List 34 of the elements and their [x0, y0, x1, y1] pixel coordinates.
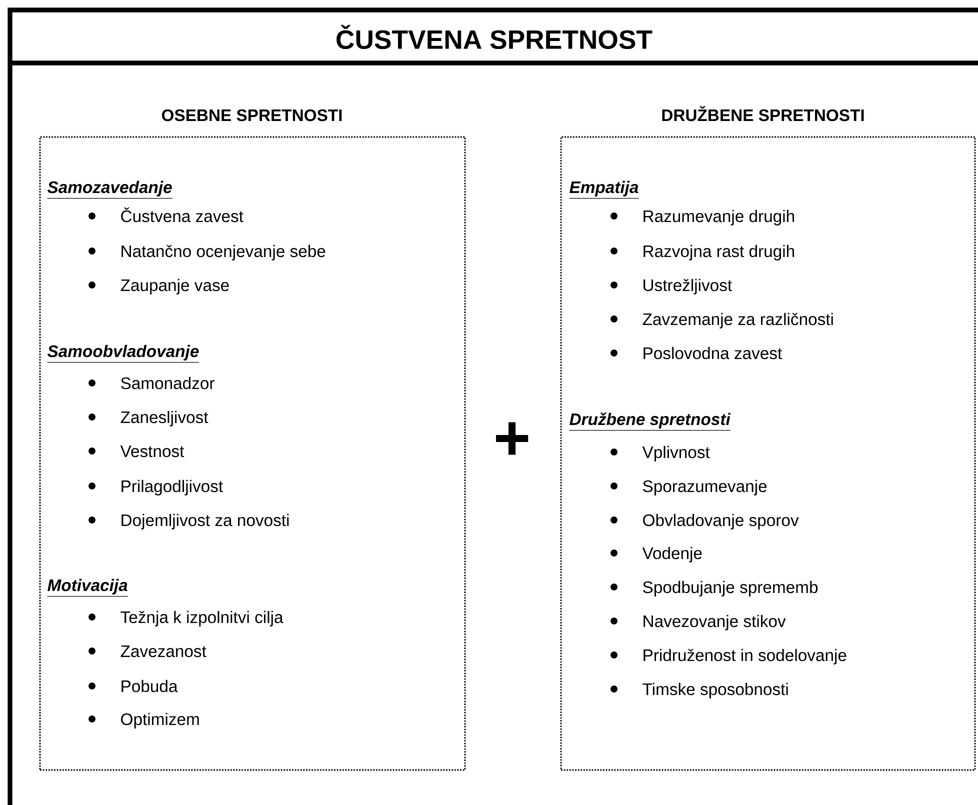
list-item: Težnja k izpolnitvi cilja: [120, 610, 284, 626]
list-item: Razumevanje drugih: [644, 210, 794, 226]
section-heading: Motivacija: [47, 578, 128, 597]
list-item: Navezovanje stikov: [644, 614, 786, 630]
list-item: Spodbujanje sprememb: [643, 580, 818, 596]
column-heading: DRUŽBENE SPRETNOSTI: [662, 106, 864, 122]
list-item: Pobuda: [122, 680, 178, 692]
list-item: Ustrežljivost: [644, 278, 732, 294]
list-item: Vodenje: [642, 546, 702, 562]
list-item: Vplivnost: [642, 446, 710, 462]
column-heading: OSEBNE SPRETNOSTI: [162, 109, 342, 122]
list-item: Zanesljivost: [120, 410, 208, 426]
list-item: Dojemljivost za novosti: [122, 514, 289, 530]
list-item: Sporazumevanje: [643, 480, 767, 496]
list-item: Prilagodljivost: [122, 480, 223, 496]
title: ČUSTVENA SPRETNOST: [336, 24, 652, 50]
list-item: Zaupanje vase: [120, 278, 229, 294]
plus-sign: +: [496, 422, 528, 455]
section-heading: Empatija: [569, 180, 639, 199]
section-heading: Samozavedanje: [47, 180, 173, 199]
list-item: Natančno ocenjevanje sebe: [122, 244, 326, 260]
list-item: Zavzemanje za različnosti: [642, 312, 833, 328]
list-item: Vestnost: [120, 446, 184, 458]
list-item: Obvladovanje sporov: [643, 514, 799, 530]
list-item: Timske sposobnosti: [642, 682, 788, 698]
section-heading: Družbene spretnosti: [569, 412, 731, 431]
list-item: Pridruženost in sodelovanje: [644, 648, 846, 664]
list-item: Poslovodna zavest: [644, 346, 782, 360]
list-item: Samonadzor: [121, 376, 214, 390]
section-heading: Samoobvladovanje: [47, 344, 200, 363]
list-item: Razvojna rast drugih: [644, 244, 794, 260]
list-item: Čustvena zavest: [121, 207, 244, 222]
list-item: Zavezanost: [120, 646, 206, 658]
list-item: Optimizem: [121, 712, 199, 728]
